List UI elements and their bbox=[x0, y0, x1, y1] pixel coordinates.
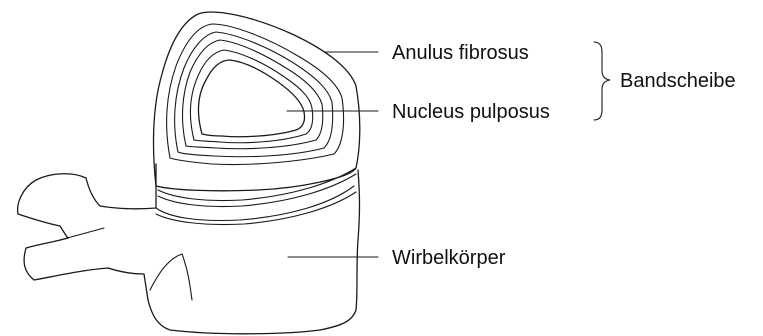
intervertebral-disc bbox=[154, 12, 360, 191]
label-anulus-fibrosus: Anulus fibrosus bbox=[392, 42, 529, 64]
bandscheibe-brace bbox=[594, 42, 610, 120]
label-bandscheibe: Bandscheibe bbox=[620, 70, 736, 92]
label-nucleus-pulposus: Nucleus pulposus bbox=[392, 101, 550, 123]
label-wirbelkoerper: Wirbelkörper bbox=[392, 247, 506, 269]
